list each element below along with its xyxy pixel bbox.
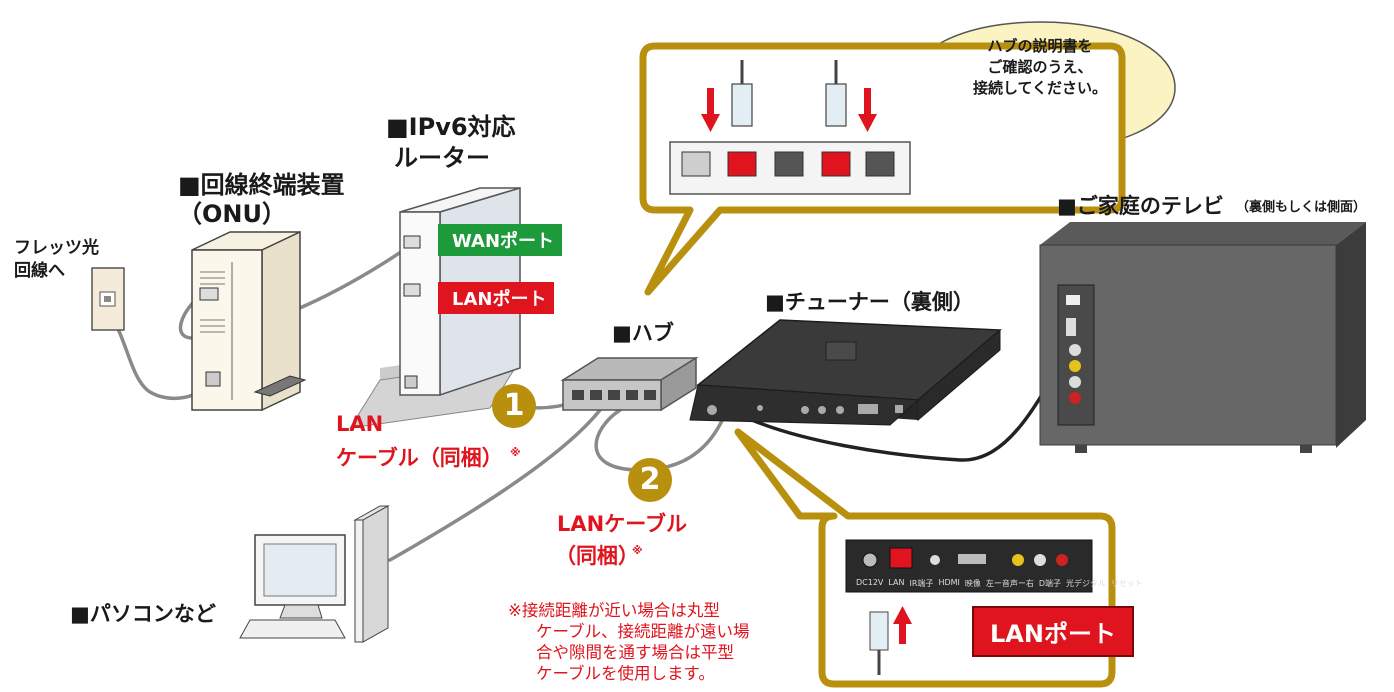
note-line-2: ケーブル、接続距離が遠い場 — [536, 622, 750, 641]
cable1-number: 1 — [492, 384, 536, 428]
cable1-mark: ※ — [510, 446, 521, 459]
port-label-ir: IR端子 — [909, 579, 934, 588]
cable-hub-to-pc — [388, 408, 602, 562]
port-label-optical: 光デジタル — [1066, 579, 1106, 588]
flets-sublabel: 回線へ — [14, 261, 65, 281]
lan-port-tag: LANポート — [438, 282, 555, 314]
cable-note: ※接続距離が近い場合は丸型 ケーブル、接続距離が遠い場 合や隙間を通す場合は平型… — [508, 600, 750, 684]
hub-title: ■ハブ — [612, 321, 674, 345]
note-line-4: ケーブルを使用します。 — [536, 664, 715, 683]
port-label-lan: LAN — [888, 578, 905, 587]
cable2-label: LANケーブル — [557, 512, 687, 536]
onu-device — [191, 230, 307, 412]
cable2-mark: ※ — [632, 544, 643, 557]
cable1-sublabel: ケーブル（同梱） — [336, 446, 503, 470]
hub-zoom-panel — [639, 42, 1126, 296]
bubble-line-1: ハブの説明書を — [987, 37, 1093, 55]
onu-title: ■回線終端装置 — [178, 171, 345, 199]
port-label-d: D端子 — [1038, 579, 1062, 588]
cable1-label: LAN — [336, 412, 384, 436]
port-label-video: 映像 — [964, 579, 981, 588]
pc-title: ■パソコンなど — [70, 602, 216, 626]
pc-device — [239, 505, 390, 643]
tuner-port-labels: DC12V LAN IR端子 HDMI 映像 左ー音声ー右 D端子 光デジタル … — [856, 578, 1143, 589]
cable2-number: 2 — [628, 458, 672, 502]
cable2-sublabel: （同梱） — [555, 544, 639, 568]
tv-device — [1039, 222, 1366, 453]
flets-label: フレッツ光 — [14, 238, 99, 258]
note-line-3: 合や隙間を通す場合は平型 — [536, 643, 734, 662]
port-label-audio: 左ー音声ー右 — [985, 579, 1034, 588]
note-line-1: ※接続距離が近い場合は丸型 — [508, 601, 720, 620]
bubble-line-3: 接続してください。 — [972, 79, 1108, 97]
bubble-text: ハブの説明書を ご確認のうえ、 接続してください。 — [960, 36, 1120, 99]
tv-title: ■ご家庭のテレビ — [1057, 194, 1224, 218]
port-label-reset: リセット — [1110, 579, 1143, 588]
wall-socket — [91, 267, 125, 331]
hub-device — [560, 356, 699, 412]
bubble-line-2: ご確認のうえ、 — [987, 58, 1093, 76]
router-title: ■IPv6対応 — [386, 113, 516, 141]
router-subtitle: ルーター — [394, 144, 490, 172]
tuner-title: ■チューナー（裏側） — [765, 290, 974, 314]
onu-subtitle: （ONU） — [178, 200, 286, 228]
tuner-device — [689, 319, 1002, 426]
wan-port-tag: WANポート — [438, 224, 563, 256]
port-label-dc: DC12V — [856, 578, 884, 587]
lan-port-badge: LANポート — [972, 606, 1134, 657]
port-label-hdmi: HDMI — [938, 578, 960, 587]
tv-subtitle: （裏側もしくは側面） — [1236, 200, 1367, 215]
